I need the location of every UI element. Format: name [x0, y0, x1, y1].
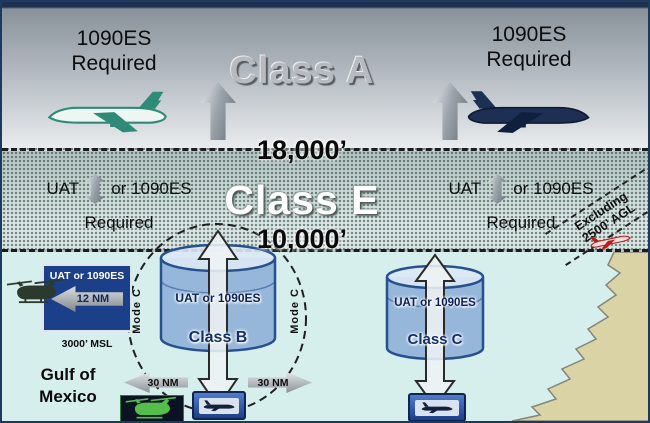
uat-text: UAT: [46, 179, 80, 198]
requirement-line: UAT or 1090ES: [46, 174, 192, 204]
coastline-landmass: [511, 252, 648, 421]
helicopter-altitude-label: 3000’ MSL: [61, 338, 113, 350]
gulf-line: Gulf of: [40, 365, 96, 384]
class-a-label: Class A: [229, 50, 375, 92]
altitude-18000-label: 18,000’: [256, 135, 348, 165]
required-text: Required: [486, 213, 556, 232]
airplane-icon: [415, 399, 459, 416]
class-b-requirement: UAT or 1090ES: [175, 291, 261, 305]
requirement-line: Required: [486, 48, 572, 72]
altitude-10000-label: 10,000’: [256, 224, 348, 254]
gulf-of-mexico-label: Gulf of Mexico: [14, 364, 122, 408]
airliner-747-icon: [44, 86, 172, 136]
class-a-right-requirement: 1090ES Required: [454, 22, 604, 72]
or-1090es-text: or 1090ES: [111, 179, 192, 198]
class-b-label: Class B: [188, 329, 248, 346]
requirement-line: 1090ES: [76, 27, 152, 50]
class-e-label: Class E: [224, 177, 380, 223]
double-arrow-icon: [487, 174, 508, 204]
small-plane-icon: [587, 227, 634, 254]
gulf-line: Mexico: [39, 387, 97, 407]
class-e-right-requirement: UAT or 1090ES Required: [426, 174, 616, 233]
double-arrow-icon: [85, 174, 106, 204]
mode-c-label-right: Mode C: [289, 288, 301, 334]
uat-text: UAT: [448, 179, 482, 198]
helicopter-photo-icon: [120, 395, 184, 421]
requirement-line: 1090ES: [491, 23, 567, 46]
class-c-requirement: UAT or 1090ES: [394, 297, 476, 309]
class-e-airspace-band: [2, 148, 648, 252]
or-1090es-text: or 1090ES: [513, 179, 594, 198]
airliner-icon: [462, 86, 594, 136]
requirement-line: UAT or 1090ES: [448, 174, 594, 204]
requirement-line: Required: [71, 52, 157, 76]
airplane-icon: [199, 397, 239, 414]
altitude-range-arrow-icon: [196, 228, 240, 410]
class-c-label: Class C: [407, 331, 463, 348]
mode-c-label-left: Mode C: [131, 288, 143, 334]
helicopter-requirement: UAT or 1090ES: [49, 270, 125, 282]
class-a-left-requirement: 1090ES Required: [39, 26, 189, 76]
class-e-left-requirement: UAT or 1090ES Required: [24, 174, 214, 233]
class-b-airport-pedestal: [192, 391, 246, 420]
required-text: Required: [84, 213, 154, 232]
helicopter-icon: [6, 268, 66, 316]
class-c-airport-pedestal: [408, 393, 466, 421]
